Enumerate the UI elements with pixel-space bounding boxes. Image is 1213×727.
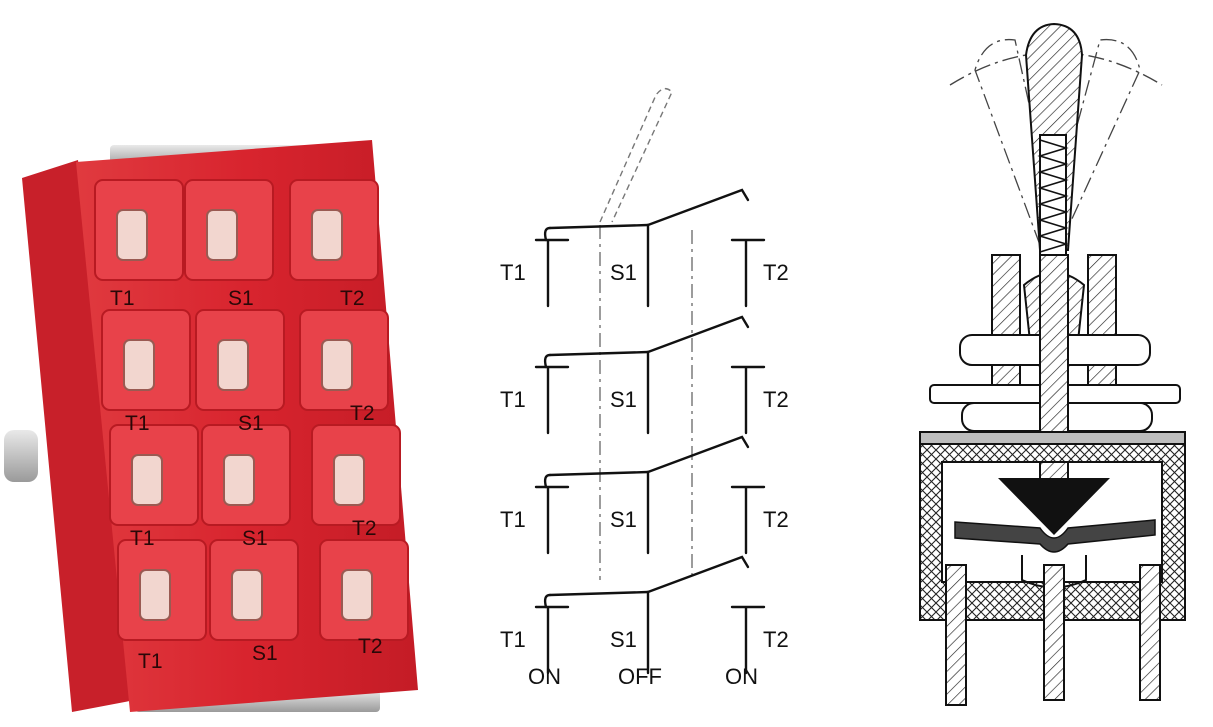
pole-label-center: S1	[610, 260, 637, 285]
contact-t2	[730, 365, 766, 435]
terminal-lug	[116, 209, 148, 261]
pole-label-right: T2	[763, 387, 789, 412]
terminal-lug	[217, 339, 249, 391]
schematic-pole: T1 S1 T2	[500, 435, 789, 555]
pole-label-left: T1	[500, 387, 526, 412]
terminal-pin-right	[1139, 564, 1161, 701]
lever-alt-left	[974, 38, 1061, 246]
position-label: ON	[725, 664, 758, 689]
lever-arc	[949, 51, 1163, 86]
terminal-lug	[231, 569, 263, 621]
terminal-lug	[341, 569, 373, 621]
terminal-pin-left	[945, 564, 967, 706]
pole-label-right: T2	[763, 627, 789, 652]
terminal-lug	[206, 209, 238, 261]
terminal-lug	[123, 339, 155, 391]
terminal-lug	[311, 209, 343, 261]
contact-t1	[534, 365, 570, 435]
bus-line	[548, 590, 650, 597]
spring	[1037, 139, 1069, 253]
plunger-shaft	[1039, 254, 1069, 501]
contact-t1	[534, 485, 570, 555]
switch-blade	[646, 188, 750, 227]
pole-label-left: T1	[500, 507, 526, 532]
contact-t1-hook	[543, 473, 552, 489]
terminal-lug	[223, 454, 255, 506]
schematic-pole: T1 S1 T2	[500, 188, 789, 308]
actuator-cam	[998, 478, 1110, 535]
pole-label-right: T2	[763, 507, 789, 532]
schematic-pole: T1 S1 T2	[500, 315, 789, 435]
photo-terminal-label: S1	[242, 527, 268, 550]
photo-terminal-label: T2	[358, 635, 383, 658]
terminal-lug	[321, 339, 353, 391]
pole-label-right: T2	[763, 260, 789, 285]
pole-label-center: S1	[610, 627, 637, 652]
housing-top-plate	[919, 431, 1186, 445]
pole-label-left: T1	[500, 627, 526, 652]
terminal-lug	[139, 569, 171, 621]
pole-label-left: T1	[500, 260, 526, 285]
contact-t1	[534, 238, 570, 308]
terminal-lug	[333, 454, 365, 506]
cross-section-drawing	[919, 22, 1186, 706]
terminal-lug	[131, 454, 163, 506]
contact-t2	[730, 485, 766, 555]
photo-terminal-label: S1	[228, 287, 254, 310]
bus-line	[548, 223, 650, 230]
photo-terminal-label: T2	[352, 517, 377, 540]
contact-t1-hook	[543, 226, 552, 242]
photo-terminal-label: T2	[340, 287, 365, 310]
position-label: ON	[528, 664, 561, 689]
photo-terminal-label: T1	[110, 287, 135, 310]
contact-t1-hook	[543, 593, 552, 609]
terminal-pin-center	[1043, 564, 1065, 701]
contact-t2	[730, 238, 766, 308]
photo-terminal-label: S1	[252, 642, 278, 665]
rocker-contact	[954, 519, 1156, 553]
contact-t1	[534, 605, 570, 675]
pole-label-center: S1	[610, 507, 637, 532]
metal-shaft	[4, 430, 38, 482]
photo-terminal-label: T2	[350, 402, 375, 425]
photo-terminal-label: T1	[125, 412, 150, 435]
switch-blade	[646, 435, 750, 474]
switch-blade	[646, 555, 750, 594]
switch-body-side	[22, 160, 135, 712]
schematic-pole: T1 S1 T2	[500, 555, 789, 675]
pole-label-center: S1	[610, 387, 637, 412]
position-label: OFF	[618, 664, 662, 689]
photo-terminal-label: T1	[138, 650, 163, 673]
contact-t2	[730, 605, 766, 675]
photo-terminal-label: S1	[238, 412, 264, 435]
photo-terminal-label: T1	[130, 527, 155, 550]
contact-t1-hook	[543, 353, 552, 369]
lever-outline-dashed	[599, 87, 673, 223]
bus-line	[548, 350, 650, 357]
switch-blade	[646, 315, 750, 354]
bus-line	[548, 470, 650, 477]
